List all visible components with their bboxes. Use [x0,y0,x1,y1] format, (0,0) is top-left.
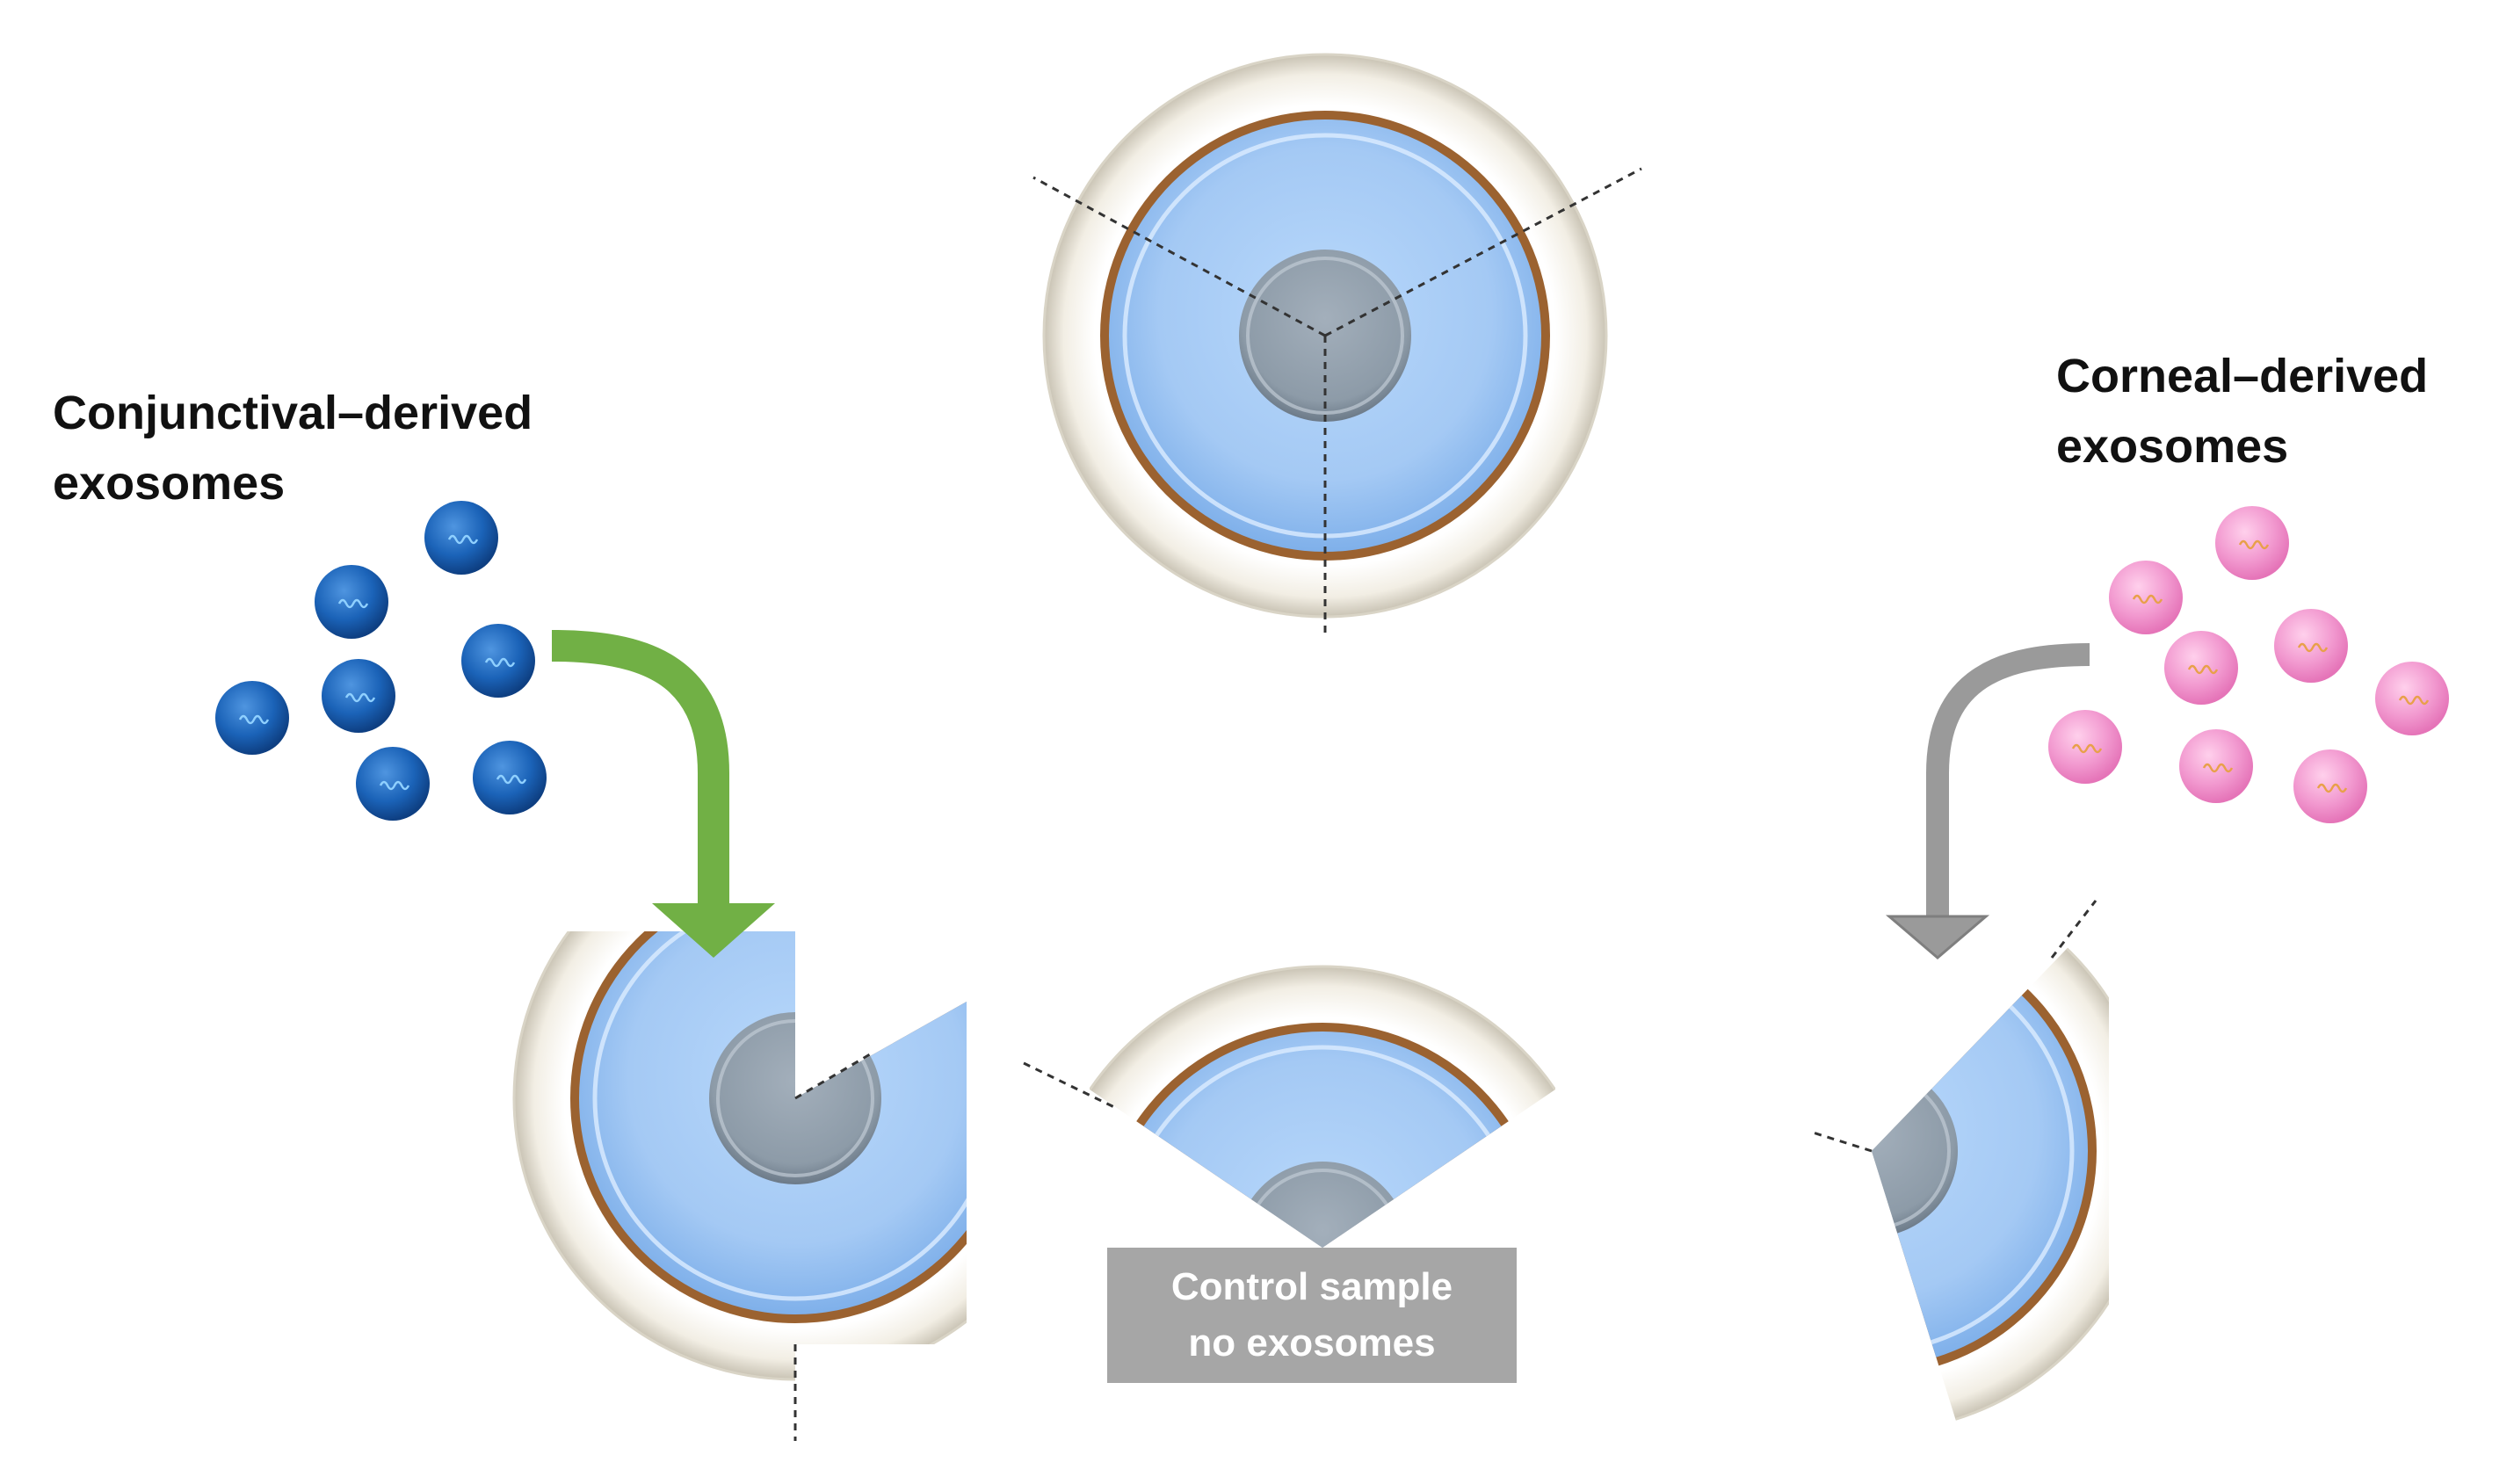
exosome-icon [2293,749,2367,823]
curved-arrow-gray-icon [1885,643,2090,959]
conjunctival-exosomes-label: Conjunctival–derived exosomes [53,378,533,518]
curved-arrow-green-icon [551,630,775,958]
sector-cut-lines-middle [1023,1061,1119,1111]
exosome-icon [322,659,395,733]
exosome-icon [2109,561,2183,634]
exosome-icon [215,681,289,755]
exosome-icon [461,624,535,698]
sector-cut-lines-left [793,1053,871,1441]
corneal-exosomes-label: Corneal–derived exosomes [2056,341,2428,481]
conjunctival-exosome-cluster [215,501,547,821]
exosome-icon [2164,631,2238,705]
exosome-icon [424,501,498,575]
exosome-icon [2048,710,2122,784]
sector-cut-lines-right [1809,900,2097,1153]
corneal-exosome-cluster [2048,506,2449,823]
culture-dish-top-icon [1032,54,1642,639]
corneal-label-line1: Corneal–derived [2056,350,2429,402]
exosome-icon [2215,506,2289,580]
conjunctival-label-line1: Conjunctival–derived [53,387,533,439]
exosome-icon [473,741,547,814]
exosome-icon [2274,609,2348,683]
control-label-line1: Control sample [1170,1265,1453,1308]
exosome-icon [2375,662,2449,735]
control-sample-label: Control sample no exosomes [1107,1248,1517,1383]
exosome-icon [2179,729,2253,803]
exosome-icon [315,565,388,639]
conjunctival-label-line2: exosomes [53,457,286,510]
corneal-label-line2: exosomes [2056,420,2289,473]
culture-dish-sector-middle-icon [1041,966,1604,1484]
exosome-icon [356,747,430,821]
control-label-line2: no exosomes [1188,1321,1436,1365]
